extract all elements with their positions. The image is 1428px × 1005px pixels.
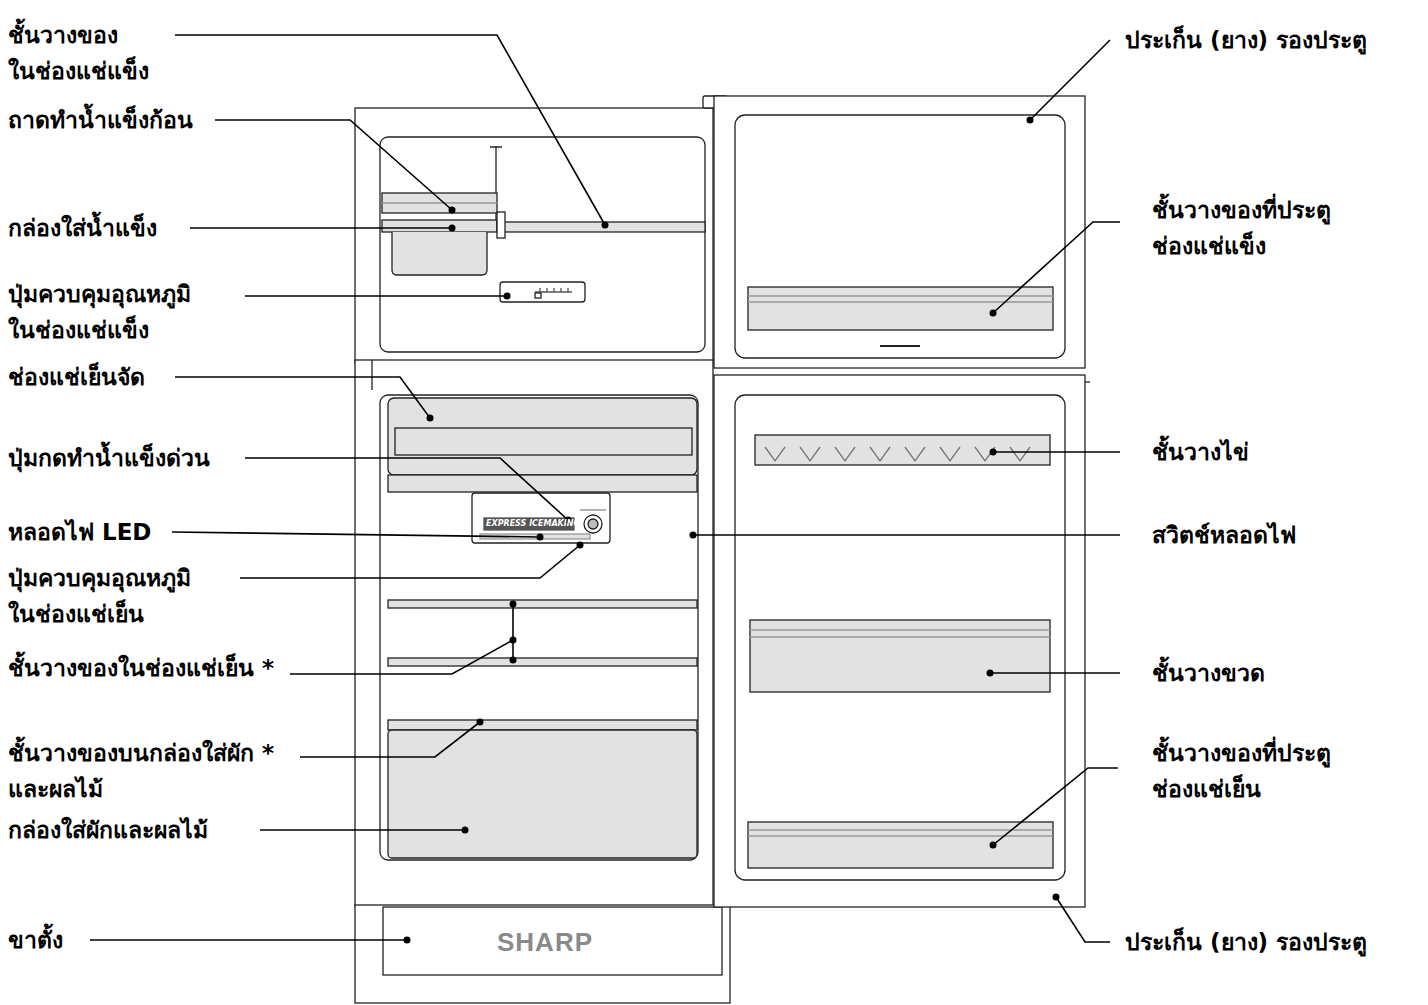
leader-line: [993, 768, 1118, 845]
leader-line: [693, 534, 1120, 536]
part-label: ชั้นวางของที่ประตู ช่องแช่แข็ง: [1152, 192, 1333, 264]
leader-dot: [510, 601, 517, 608]
leader-line: [190, 227, 452, 229]
part-label: ชั้นวางของในช่องแช่เย็น *: [8, 650, 274, 686]
leader-dot: [690, 532, 697, 539]
leader-line: [240, 545, 580, 578]
leader-dot: [537, 534, 544, 541]
leader-line: [1056, 897, 1110, 942]
part-label: ถาดทำน้ำแข็งก้อน: [8, 102, 193, 138]
leader-dot: [987, 670, 994, 677]
leader-line: [993, 451, 1120, 453]
leader-dot: [510, 637, 517, 644]
part-label: กล่องใส่ผักและผลไม้: [8, 812, 208, 848]
part-label: ปุ่มควบคุมอุณหภูมิ ในช่องแช่แข็ง: [8, 276, 193, 348]
leader-dot: [504, 293, 511, 300]
part-label: ปุ่มควบคุมอุณหภูมิ ในช่องแช่เย็น: [8, 560, 193, 632]
part-label: สวิตช์หลอดไฟ: [1152, 517, 1296, 553]
leader-dot: [462, 827, 469, 834]
leader-dot: [449, 225, 456, 232]
leader-line: [290, 640, 513, 674]
part-label: ชั้นวางของบนกล่องใส่ผัก * และผลไม้: [8, 735, 277, 807]
leader-dot: [990, 842, 997, 849]
part-label: ชั้นวางของที่ประตู ช่องแช่เย็น: [1152, 735, 1333, 807]
leader-line: [215, 120, 452, 210]
part-label: ชั้นวางไข่: [1152, 434, 1249, 470]
leader-dot: [602, 222, 609, 229]
part-label: กล่องใส่น้ำแข็ง: [8, 210, 157, 246]
leader-dot: [427, 415, 434, 422]
panel-text: EXPRESS ICEMAKING: [486, 518, 580, 530]
leader-dot: [1053, 894, 1060, 901]
part-label: ขาตั้ง: [8, 922, 63, 958]
leader-line: [90, 939, 407, 941]
leader-line: [172, 532, 540, 537]
leader-dot: [477, 719, 484, 726]
leader-line: [245, 458, 568, 520]
leader-line: [990, 672, 1120, 674]
leader-dot: [510, 657, 517, 664]
brand-logo: SHARP: [497, 926, 593, 958]
leader-dot: [990, 449, 997, 456]
leader-dot: [449, 207, 456, 214]
part-label: ประเก็น (ยาง) รองประตู: [1125, 22, 1367, 58]
leader-line: [1030, 40, 1110, 120]
part-label: ชั้นวางของ ในช่องแช่แข็ง: [8, 17, 151, 89]
part-label: ชั้นวางขวด: [1152, 655, 1265, 691]
leader-line: [245, 295, 507, 297]
leader-dot: [404, 937, 411, 944]
leader-fork: [512, 604, 514, 660]
part-label: ช่องแช่เย็นจัด: [8, 359, 145, 395]
leader-line: [175, 35, 605, 225]
leader-dot: [1027, 117, 1034, 124]
leader-line: [175, 377, 430, 418]
leader-line: [300, 722, 480, 757]
leader-dot: [577, 542, 584, 549]
part-label: หลอดไฟ LED: [8, 514, 151, 550]
leader-dot: [990, 310, 997, 317]
leader-line: [993, 222, 1120, 313]
part-label: ปุ่มกดทำน้ำแข็งด่วน: [8, 440, 210, 476]
leader-line: [260, 829, 465, 831]
part-label: ประเก็น (ยาง) รองประตู: [1125, 924, 1367, 960]
